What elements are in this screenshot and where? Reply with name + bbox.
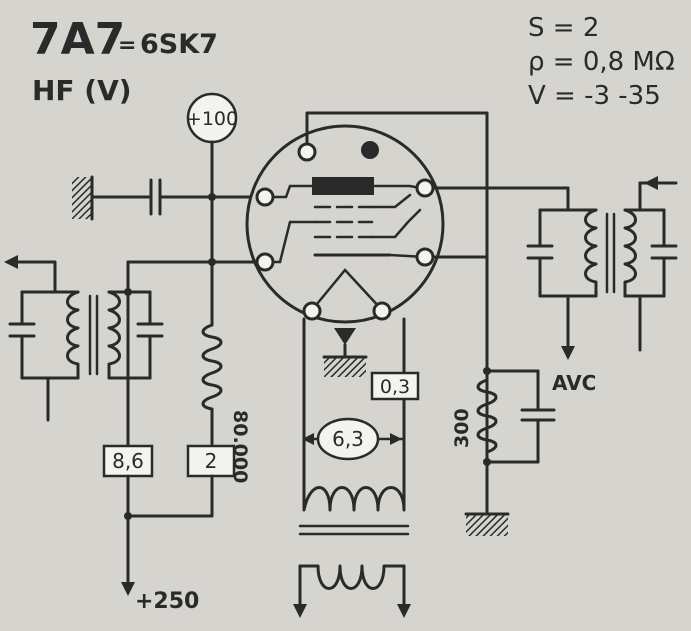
screen-current-label: 2 xyxy=(205,449,218,473)
screen-voltage-label: +100 xyxy=(186,108,238,130)
heater-voltage-label: 6,3 xyxy=(332,427,364,451)
screen-resistor xyxy=(201,323,223,411)
tube-base-ground xyxy=(322,328,368,377)
tube-specs: S = 2 ρ = 0,8 MΩ V = -3 -35 xyxy=(528,13,675,111)
spec-transconductance: S = 2 xyxy=(528,13,599,43)
right-if-transformer: AVC xyxy=(431,176,678,395)
grid-electrodes xyxy=(313,205,374,239)
spec-resistance: ρ = 0,8 MΩ xyxy=(528,47,675,77)
vacuum-tube xyxy=(245,111,489,492)
equivalent-tube: 6SK7 xyxy=(140,29,218,60)
avc-label: AVC xyxy=(552,371,596,395)
heater-circuit: 0,3 6,3 xyxy=(293,317,420,618)
input-coupling xyxy=(72,175,264,221)
tube-title: 7A7 = 6SK7 HF (V) xyxy=(30,14,218,107)
cathode-resistor xyxy=(476,378,498,454)
equivalent-separator: = xyxy=(118,33,136,58)
cathode-resistor-value: 300 xyxy=(451,408,473,448)
heater-voltage-badge xyxy=(316,417,380,461)
tube-name: 7A7 xyxy=(30,14,125,65)
plate-supply: 8,6 +250 xyxy=(102,260,264,614)
tube-function: HF (V) xyxy=(32,74,132,107)
spec-grid-bias: V = -3 -35 xyxy=(528,81,661,111)
supply-arrow xyxy=(121,582,135,596)
left-if-transformer xyxy=(4,255,164,422)
heater-current-label: 0,3 xyxy=(380,376,410,398)
plate-electrode xyxy=(312,177,374,195)
supply-label: +250 xyxy=(135,589,199,614)
cathode-network: 300 xyxy=(431,255,556,536)
plate-current-label: 8,6 xyxy=(112,449,144,473)
